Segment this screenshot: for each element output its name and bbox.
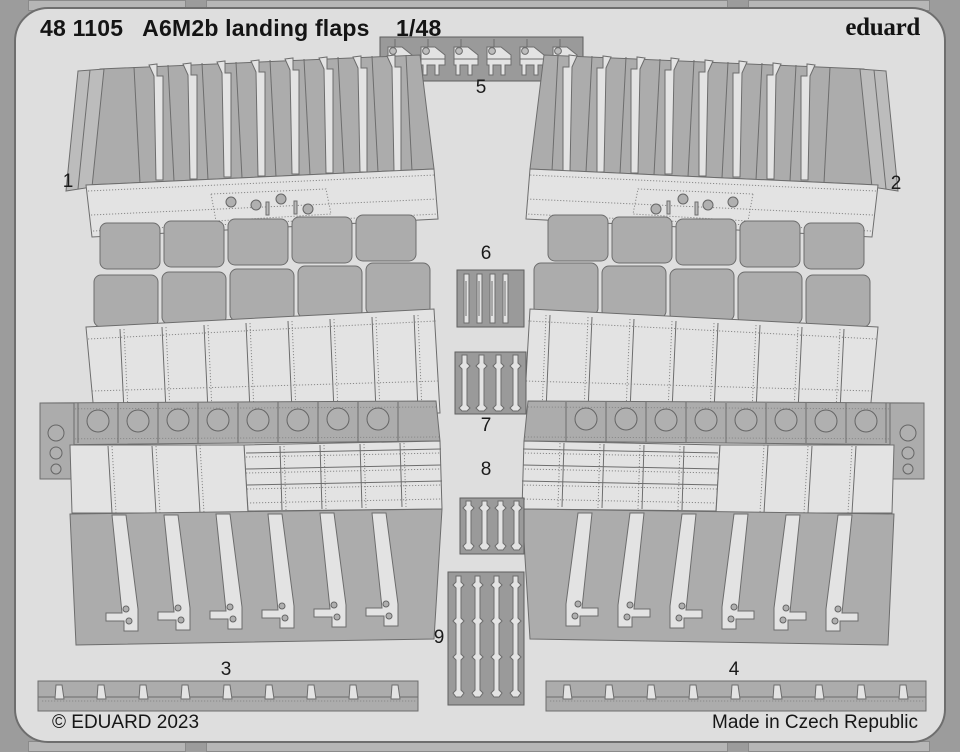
part-1-group xyxy=(39,54,443,646)
part-8-group xyxy=(459,497,525,555)
part-9-group xyxy=(447,571,525,706)
copyright-notice: © EDUARD 2023 xyxy=(52,712,200,733)
part-3-group xyxy=(37,680,419,712)
eduard-logo: eduard xyxy=(845,14,920,41)
part-4-group xyxy=(545,680,927,712)
part-label-8: 8 xyxy=(480,459,492,480)
part-7-group xyxy=(454,351,527,415)
part-label-9: 9 xyxy=(433,627,445,648)
page-title: 48 1105 A6M2b landing flaps 1/48 xyxy=(40,15,442,41)
part-2-group xyxy=(521,54,925,646)
part-6-group xyxy=(456,269,525,328)
part-label-3: 3 xyxy=(220,659,232,680)
part-label-2: 2 xyxy=(890,173,902,194)
part-label-1: 1 xyxy=(62,171,74,192)
made-in-notice: Made in Czech Republic xyxy=(712,712,918,733)
part-label-7: 7 xyxy=(480,415,492,436)
part-label-5: 5 xyxy=(475,77,487,98)
fret-artwork xyxy=(37,36,927,712)
photoetch-fret: 48 1105 A6M2b landing flaps 1/48 eduard … xyxy=(14,7,946,743)
part-label-6: 6 xyxy=(480,243,492,264)
part-label-4: 4 xyxy=(728,659,740,680)
